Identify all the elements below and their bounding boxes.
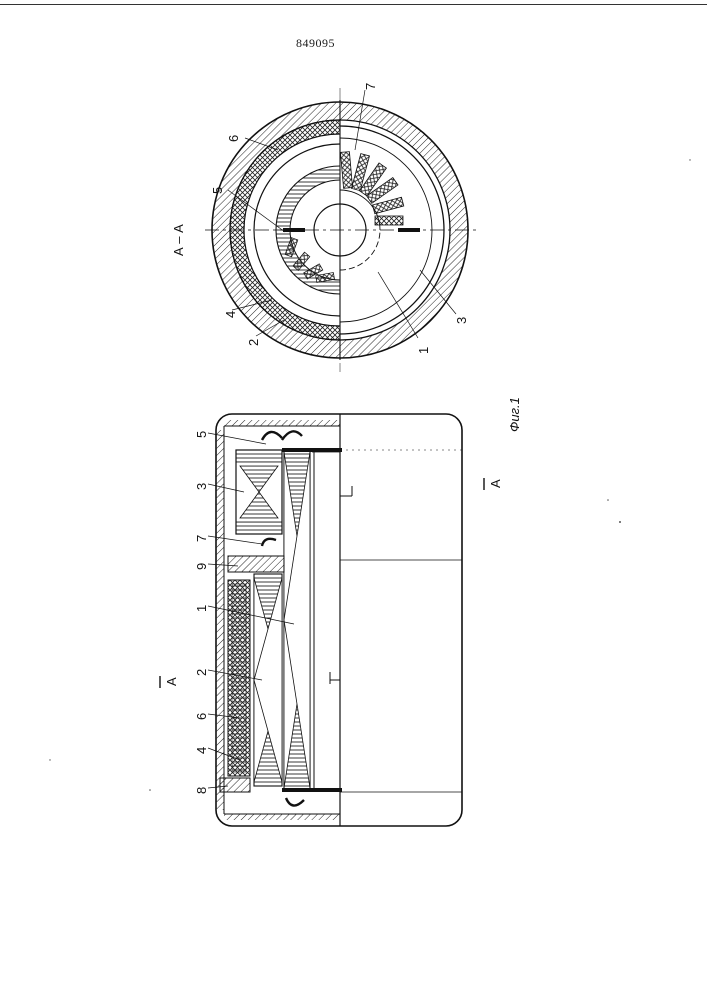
sv-label-3: 3 <box>194 483 209 490</box>
side-view <box>208 414 462 826</box>
cs-label-2: 2 <box>246 339 261 346</box>
cross-section-view <box>205 88 480 372</box>
section-cut-marker-right: А <box>484 478 503 490</box>
sv-label-4: 4 <box>194 747 209 754</box>
sv-label-2: 2 <box>194 669 209 676</box>
cs-label-4: 4 <box>223 311 238 318</box>
sv-label-7: 7 <box>194 535 209 542</box>
side-view-labels: 5 3 7 9 1 2 6 4 8 <box>194 431 209 794</box>
sv-label-6: 6 <box>194 713 209 720</box>
plate-9 <box>228 556 284 572</box>
cs-label-3: 3 <box>454 317 469 324</box>
cs-label-6: 6 <box>226 135 241 142</box>
sv-label-9: 9 <box>194 563 209 570</box>
sv-label-5: 5 <box>194 431 209 438</box>
sv-label-8: 8 <box>194 787 209 794</box>
figure-caption: Фиг.1 <box>507 397 522 432</box>
cs-label-1: 1 <box>416 347 431 354</box>
cut-marker-left-letter: А <box>164 677 179 686</box>
section-label: А – А <box>171 224 186 256</box>
plate-8 <box>220 778 250 792</box>
cut-marker-right-letter: А <box>488 479 503 488</box>
cs-label-5: 5 <box>210 187 225 194</box>
cs-label-7: 7 <box>363 83 378 90</box>
sv-label-1: 1 <box>194 605 209 612</box>
section-cut-marker-left: А <box>160 676 179 688</box>
